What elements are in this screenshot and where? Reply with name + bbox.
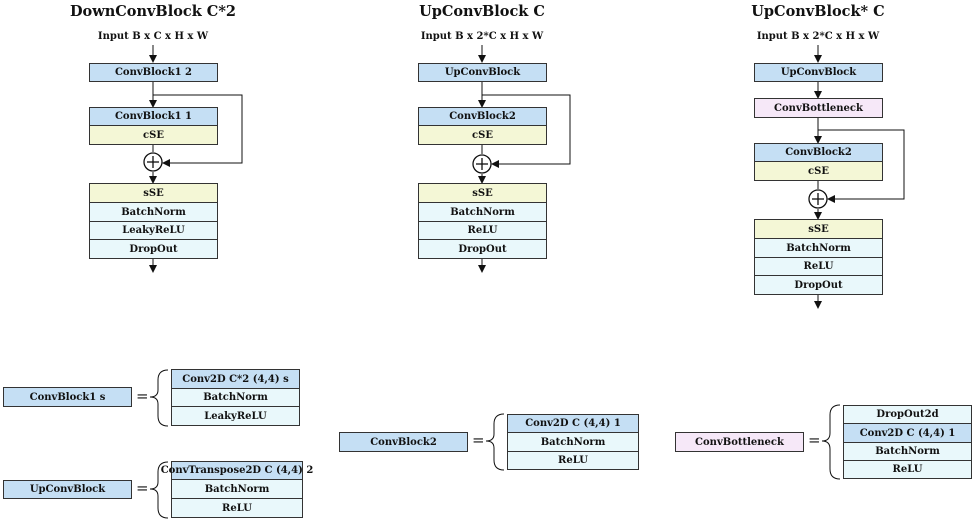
up-add-icon [472,154,492,174]
input-label-upstar: Input B x 2*C x H x W [756,31,880,42]
upstar-convbottleneck: ConvBottleneck [754,98,883,118]
def-bottleneck-relu: ReLU [843,460,972,479]
down-add-icon [143,152,163,172]
up-dropout: DropOut [418,239,547,259]
upstar-convblock2: ConvBlock2 [754,143,883,162]
def-upconvblock-batchnorm: BatchNorm [171,479,303,499]
def-upconvblock-name: UpConvBlock [3,480,132,499]
brace-convblock1 [149,369,169,427]
up-relu: ReLU [418,221,547,240]
upstar-dropout: DropOut [754,275,883,295]
input-label-down: Input B x C x H x W [97,31,209,42]
def-convblock1-leakyrelu: LeakyReLU [171,406,300,426]
upstar-batchnorm: BatchNorm [754,238,883,258]
down-skip-connection [153,94,243,167]
upstar-relu: ReLU [754,257,883,276]
up-convblock2: ConvBlock2 [418,107,547,126]
def-bottleneck-batchnorm: BatchNorm [843,442,972,461]
equals-sign: = [808,431,821,449]
upstar-upconvblock: UpConvBlock [754,63,883,82]
title-upconvblock-star: UpConvBlock* C [751,3,885,20]
down-batchnorm: BatchNorm [89,202,218,222]
def-convblock1-name: ConvBlock1 s [3,387,132,407]
def-convblock2-conv2d: Conv2D C (4,4) 1 [507,414,639,433]
down-convblock1-1: ConvBlock1 1 [89,107,218,126]
def-convblock2-name: ConvBlock2 [339,432,468,452]
upstar-skip-connection [818,129,905,203]
down-dropout: DropOut [89,239,218,259]
input-label-up: Input B x 2*C x H x W [420,31,544,42]
def-convblock2-batchnorm: BatchNorm [507,432,639,452]
equals-sign: = [136,479,149,497]
title-downconvblock: DownConvBlock C*2 [69,3,237,20]
upstar-add-icon [808,189,828,209]
upstar-cse: cSE [754,161,883,181]
brace-bottleneck [821,404,841,480]
down-cse: cSE [89,125,218,145]
up-skip-connection [482,94,571,168]
up-cse: cSE [418,125,547,145]
brace-convblock2 [485,413,505,471]
down-convblock1-2: ConvBlock1 2 [89,63,218,82]
def-upconvblock-convtranspose: ConvTranspose2D C (4,4) 2 [161,461,313,480]
def-convblock1-conv2d: Conv2D C*2 (4,4) s [171,369,300,389]
brace-upconvblock [149,461,169,519]
def-bottleneck-name: ConvBottleneck [675,432,804,452]
up-batchnorm: BatchNorm [418,202,547,222]
equals-sign: = [136,387,149,405]
upstar-sse: sSE [754,219,883,239]
up-upconvblock: UpConvBlock [418,63,547,82]
up-sse: sSE [418,183,547,203]
down-sse: sSE [89,183,218,203]
title-upconvblock: UpConvBlock C [419,3,545,20]
down-leakyrelu: LeakyReLU [89,221,218,240]
def-convblock1-batchnorm: BatchNorm [171,388,300,407]
def-upconvblock-relu: ReLU [171,498,303,518]
equals-sign: = [472,431,485,449]
def-bottleneck-dropout2d: DropOut2d [843,405,972,424]
def-bottleneck-conv2d: Conv2D C (4,4) 1 [843,423,972,443]
def-convblock2-relu: ReLU [507,451,639,470]
